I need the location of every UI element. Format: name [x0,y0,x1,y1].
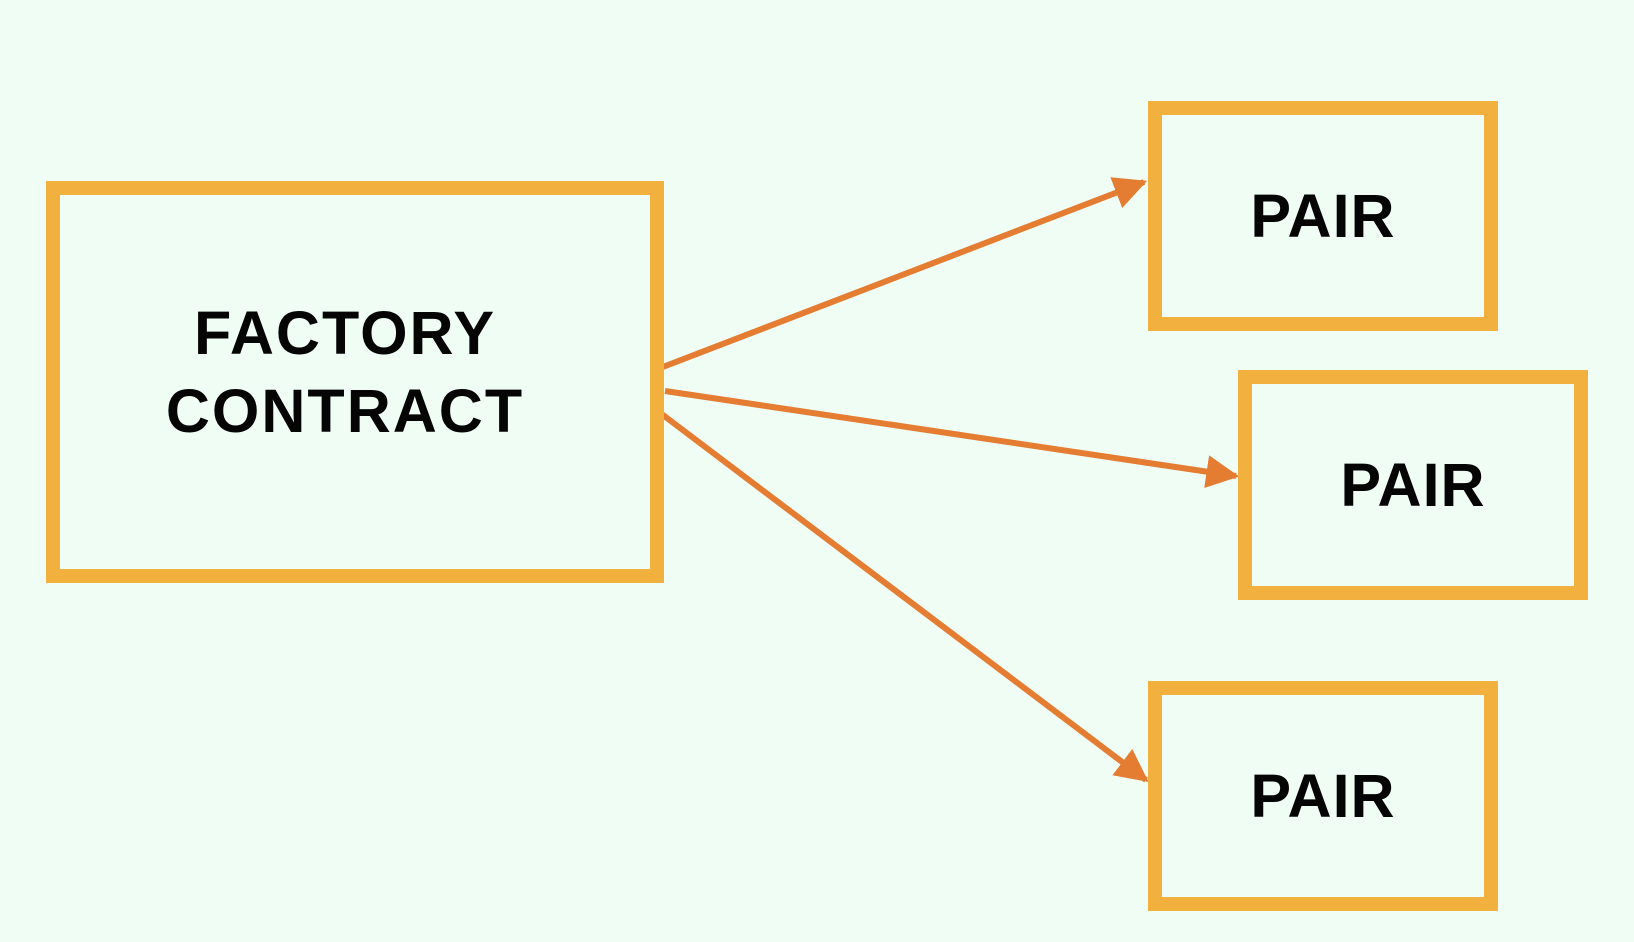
pair-box-1: PAIR [1148,101,1498,331]
factory-contract-box: FACTORY CONTRACT [46,181,664,583]
pair-label-1: PAIR [1250,181,1396,250]
pair-box-3: PAIR [1148,681,1498,911]
pair-label-3: PAIR [1250,761,1396,830]
factory-contract-label: FACTORY CONTRACT [165,298,525,445]
arrow-factory-to-pair-1 [653,177,1148,373]
arrow-factory-to-pair-3 [653,406,1149,783]
pair-label-2: PAIR [1340,450,1486,519]
pair-box-2: PAIR [1238,370,1588,600]
arrow-factory-to-pair-2 [664,388,1240,488]
